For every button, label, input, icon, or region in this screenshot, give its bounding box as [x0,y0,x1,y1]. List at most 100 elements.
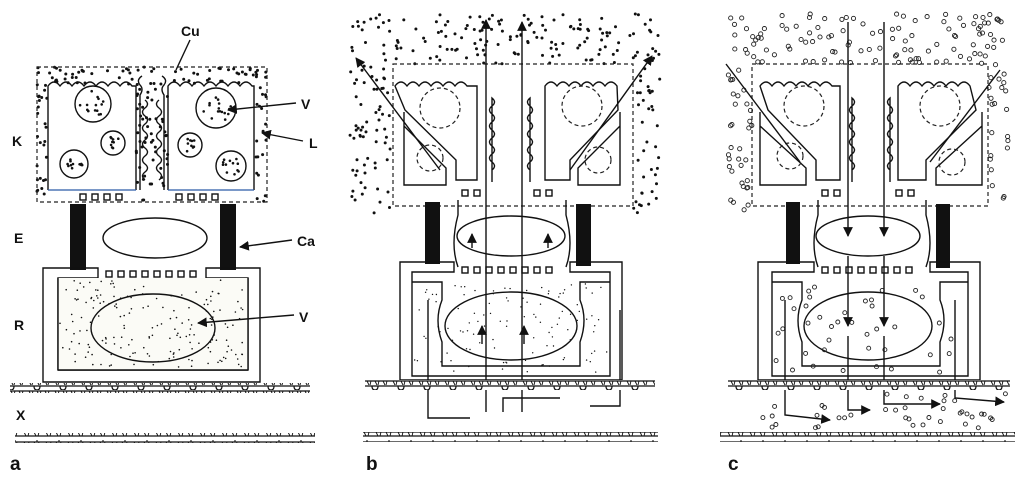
stipple-dot [261,92,264,96]
secretion-particle [1005,133,1011,140]
stipple-dot [189,341,191,344]
secretion-particle [830,49,836,55]
stipple-dot [654,145,658,149]
stipple-dot [568,25,572,29]
stipple-dot [44,178,47,182]
secretion-particle [890,36,896,42]
secretion-particle [943,58,949,64]
secretion-particle [893,407,899,413]
stipple-dot [453,32,457,36]
stipple-dot [375,128,379,132]
stipple-dot [595,371,597,373]
lower-membrane [720,432,1015,442]
secretion-particle [877,45,883,51]
stipple-dot [169,337,171,340]
secretion-particle [937,369,943,375]
stipple-dot [123,324,125,327]
secretion-particle [989,417,995,422]
release-arrow-left [355,57,441,171]
stipple-dot [528,23,531,27]
secretion-particle [753,37,759,43]
stipple-dot [411,49,415,53]
secretion-particle [1004,145,1010,151]
stipple-dot [146,353,149,355]
stipple-dot [655,166,659,170]
stipple-dot [37,94,41,98]
stipple-dot [64,72,68,76]
stipple-dot [402,18,406,22]
stipple-dot [109,143,113,147]
stipple-dot [541,286,543,289]
stipple-dot [236,358,239,360]
stipple-dot [373,166,377,170]
vesicle-ghost [776,142,804,170]
stipple-dot [360,28,364,32]
stipple-dot [169,350,172,353]
stipple-dot [360,192,364,196]
stipple-dot [469,348,471,351]
stipple-dot [151,138,155,142]
stipple-dot [460,36,464,40]
secretion-particle [892,324,898,330]
stipple-dot [451,339,454,341]
stipple-dot [150,69,154,73]
stipple-dot [90,297,92,300]
stipple-dot [76,289,79,292]
stipple-dot [43,140,47,143]
stipple-dot [416,360,419,362]
reservoir-vacuole [90,293,216,363]
stipple-dot [217,361,219,364]
stipple-dot [220,110,224,114]
stipple-dot [500,29,504,33]
secretion-particle [957,53,964,59]
stipple-dot [111,140,114,144]
stipple-dot [202,110,205,113]
flow-arrow-out [883,336,941,409]
stipple-dot [143,346,145,349]
panel-label-b: b [366,454,378,475]
stipple-dot [132,352,134,355]
left-gland-cell-border [394,81,478,181]
stipple-dot [87,343,90,346]
duct-microvilli [848,96,894,182]
epidermal-nucleus [456,215,566,257]
stipple-dot [643,22,647,26]
stipple-dot [505,297,508,299]
stipple-dot [223,118,227,121]
stipple-dot [465,24,469,27]
epidermal-nucleus [102,217,208,259]
secretion-particle [743,47,749,53]
stipple-dot [655,182,658,186]
stipple-dot [490,13,494,17]
left-funnel-wall [403,112,447,186]
secretion-particle [810,363,816,369]
stipple-dot [172,79,176,82]
secretion-particle [980,14,986,21]
secretion-particle [900,13,906,19]
secretion-particle [991,37,997,43]
stipple-dot [113,295,115,298]
secretion-particle [790,367,795,373]
stipple-dot [37,99,41,102]
secretion-particle [962,421,968,427]
stipple-dot [578,310,580,313]
stipple-dot [506,320,508,322]
secretion-particle [920,422,926,428]
stipple-dot [544,28,547,32]
stipple-dot [638,91,642,95]
stipple-dot [499,18,503,22]
secretion-particle [836,415,842,421]
secretion-particle [970,42,976,48]
stipple-dot [149,82,153,85]
stipple-dot [478,15,482,19]
stipple-dot [123,327,126,330]
secretion-particle [779,13,785,19]
stipple-dot [497,19,501,23]
secretion-particle [747,107,754,113]
stipple-dot [428,298,430,300]
stipple-dot [615,49,619,52]
stipple-dot [224,357,227,360]
stipple-dot [217,107,221,110]
stipple-dot [217,292,219,295]
